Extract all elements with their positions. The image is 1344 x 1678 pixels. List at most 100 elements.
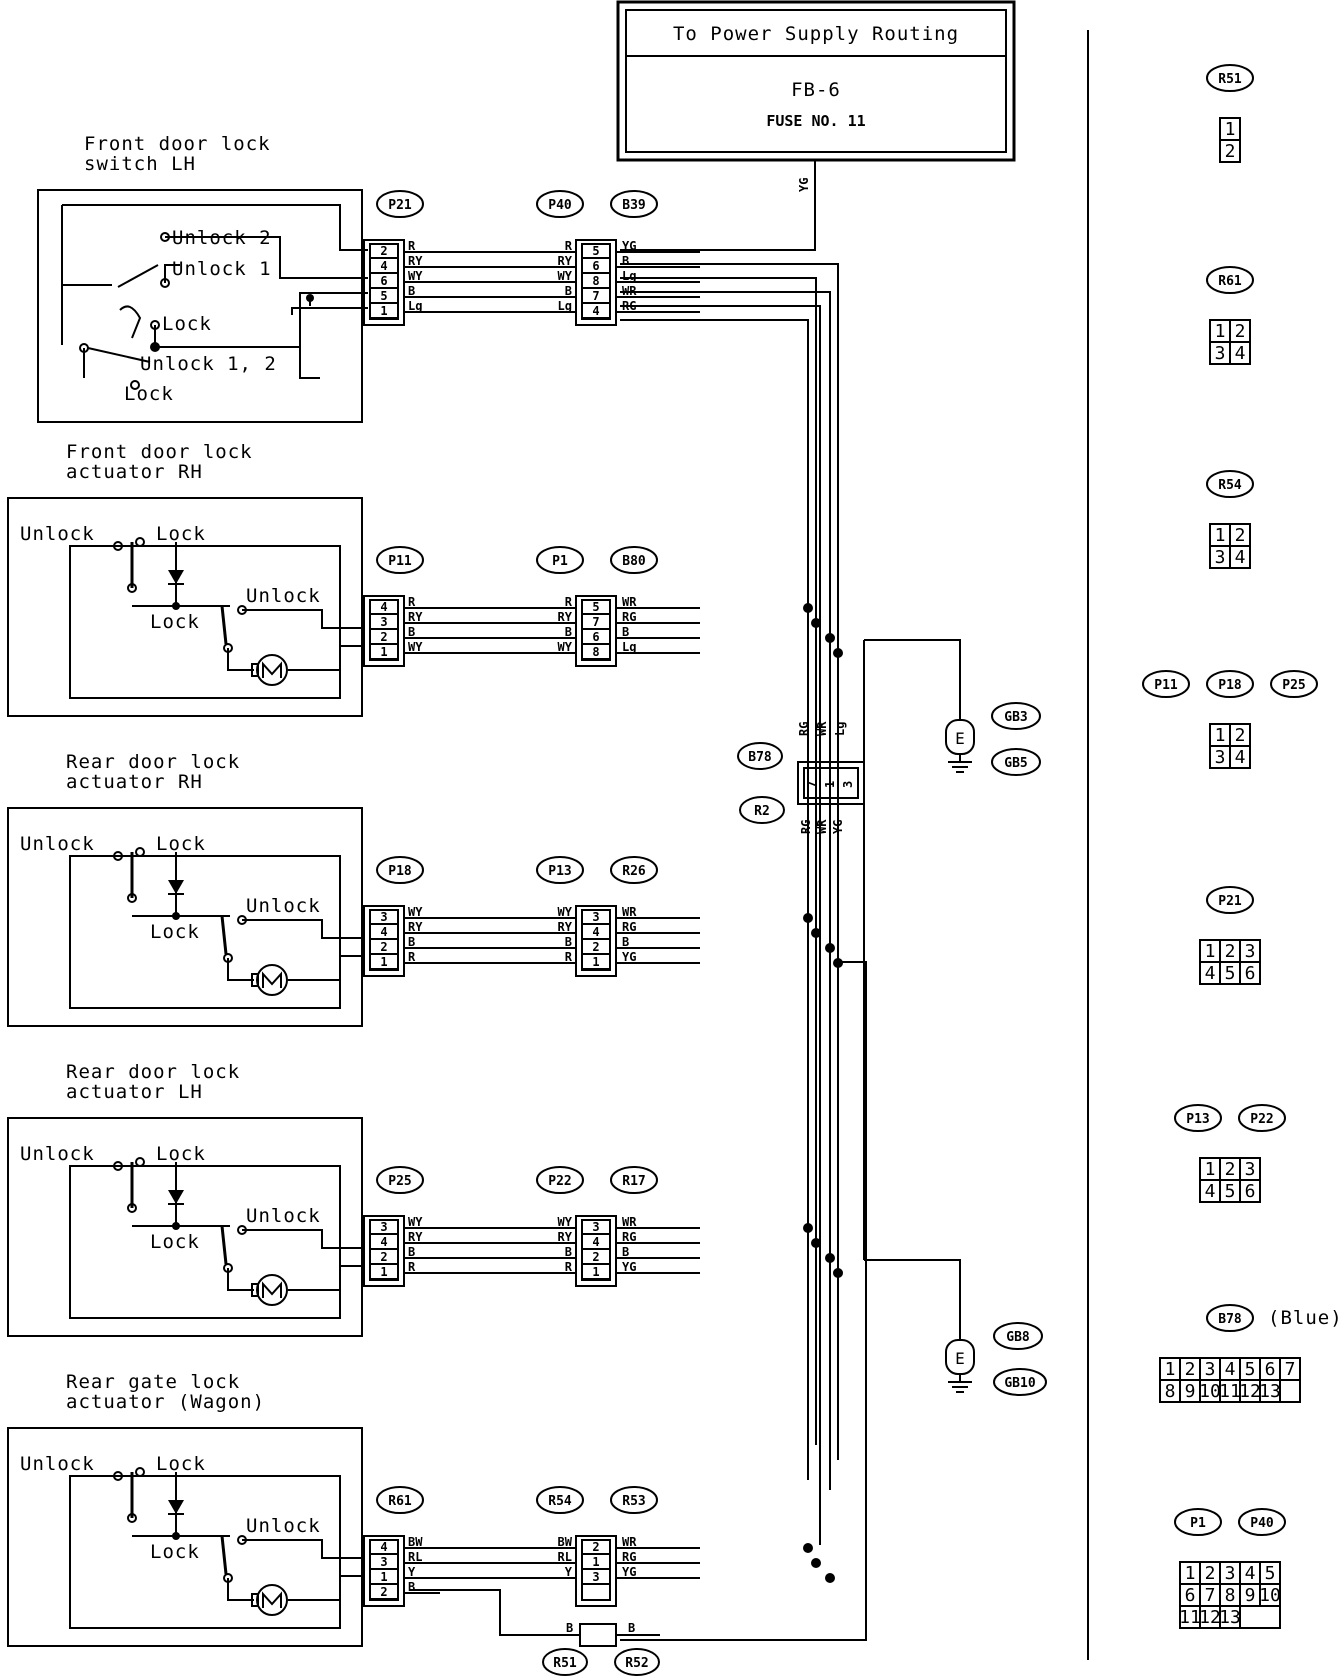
legend-pin: 4 [1235, 547, 1246, 568]
pin-right: 5 [592, 600, 599, 614]
legend-pin: 4 [1225, 1359, 1236, 1380]
pin-left: 1 [380, 304, 387, 318]
pin-right: 1 [592, 955, 599, 969]
component-title-line2: switch LH [84, 153, 196, 175]
pin-left: 1 [380, 1265, 387, 1279]
legend-pin: 11 [1219, 1381, 1241, 1402]
legend-pin: 4 [1205, 963, 1216, 984]
label-lock-bottom: Lock [150, 921, 200, 943]
legend-pin: 2 [1235, 525, 1246, 546]
ground-tag-gb8: GB8 [1006, 1330, 1030, 1345]
legend-pin: 4 [1235, 747, 1246, 768]
wire-color-right: RG [622, 1230, 636, 1244]
wire-color-left: R [408, 595, 416, 609]
label-unlock-left: Unlock [20, 1453, 95, 1475]
legend-pin: 1 [1205, 1159, 1216, 1180]
component-title-line1: Rear door lock [66, 1061, 240, 1083]
wire-color-mid: RY [558, 610, 573, 624]
legend-pin: 13 [1219, 1607, 1241, 1628]
pin-right: 8 [592, 274, 599, 288]
legend-pin: 9 [1185, 1381, 1196, 1402]
component-title-line1: Rear door lock [66, 751, 240, 773]
label-lock-top: Lock [156, 833, 206, 855]
legend-pin: 3 [1225, 1563, 1236, 1584]
label-unlock-left: Unlock [20, 833, 95, 855]
wire-color-right: WR [622, 1215, 637, 1229]
legend-pin: 2 [1225, 141, 1236, 162]
wire-color-left: WY [408, 905, 423, 919]
switch-label-unlock1: Unlock 1 [172, 258, 272, 280]
wire-color-mid: BW [558, 1535, 573, 1549]
label-lock-bottom: Lock [150, 1541, 200, 1563]
legend-pin: 1 [1205, 941, 1216, 962]
pin-right: 5 [592, 244, 599, 258]
wire-color-right: RG [622, 920, 636, 934]
wire-color-mid: Y [565, 1565, 573, 1579]
pin-left: 3 [380, 910, 387, 924]
pin-right: 7 [592, 289, 599, 303]
legend-pin: 12 [1199, 1607, 1221, 1628]
legend-pin: 2 [1225, 941, 1236, 962]
wire-color-right: YG [622, 1260, 636, 1274]
pin-left: 2 [380, 630, 387, 644]
wire-color-right: B [622, 1245, 629, 1259]
wire-color-left: B [408, 935, 415, 949]
b78-bottom-wire-2: WR [815, 819, 829, 834]
ground-2: E GB8 GB10 [945, 1322, 1047, 1396]
pin-right: 3 [592, 910, 599, 924]
legend-pin: 4 [1205, 1181, 1216, 1202]
label-lock-top: Lock [156, 523, 206, 545]
legend-tag-p40: P40 [1250, 1516, 1274, 1531]
wire-color-right: WR [622, 905, 637, 919]
wire-color-mid: R [565, 1260, 573, 1274]
legend-tag-p22: P22 [1250, 1112, 1273, 1127]
pin-right: 2 [592, 1250, 599, 1264]
switch-label-unlock12: Unlock 1, 2 [140, 353, 277, 375]
pin-left: 3 [380, 1220, 387, 1234]
connector-tag-p25: P25 [388, 1174, 411, 1189]
pin-left: 1 [380, 645, 387, 659]
legend-pin: 7 [1285, 1359, 1296, 1380]
legend-pin: 3 [1205, 1359, 1216, 1380]
ground-1: E GB3 GB5 [945, 702, 1041, 776]
legend-pin: 2 [1235, 725, 1246, 746]
wire-color-right: YG [622, 950, 636, 964]
b78-bottom-wire-1: RG [799, 820, 813, 834]
legend-pin: 4 [1235, 343, 1246, 364]
wire-color-left: RY [408, 610, 423, 624]
wire-color-mid: WY [558, 905, 573, 919]
ground-tag-gb3: GB3 [1004, 710, 1027, 725]
wire-color-right: B [622, 935, 629, 949]
wire-color-mid: RY [558, 254, 573, 268]
b78-pin-2: 1 [823, 781, 837, 788]
connector-tag-r61: R61 [388, 1494, 412, 1509]
wire-color-mid: WY [558, 640, 573, 654]
pin-left: 1 [380, 1570, 387, 1584]
wire-color-mid: B [565, 284, 572, 298]
pin-left: 4 [380, 600, 387, 614]
wire-color-right: WR [622, 1535, 637, 1549]
pin-right: 6 [592, 259, 599, 273]
wire-color-left: R [408, 239, 416, 253]
pin-left: 2 [380, 940, 387, 954]
legend-pin: 3 [1245, 1159, 1256, 1180]
connector-tag-r17: R17 [622, 1174, 645, 1189]
connector-tag-p22: P22 [548, 1174, 571, 1189]
legend-pin: 5 [1225, 963, 1236, 984]
wire-color-right: YG [622, 1565, 636, 1579]
wire-color-mid: R [565, 595, 573, 609]
wire-color-mid: B [565, 1245, 572, 1259]
legend-pin: 6 [1265, 1359, 1276, 1380]
feed-wire-color: YG [797, 178, 811, 192]
wire-color-left: RY [408, 254, 423, 268]
wire-color-right: B [622, 254, 629, 268]
wire-color-right: RG [622, 610, 636, 624]
connector-tag-p40: P40 [548, 198, 572, 213]
